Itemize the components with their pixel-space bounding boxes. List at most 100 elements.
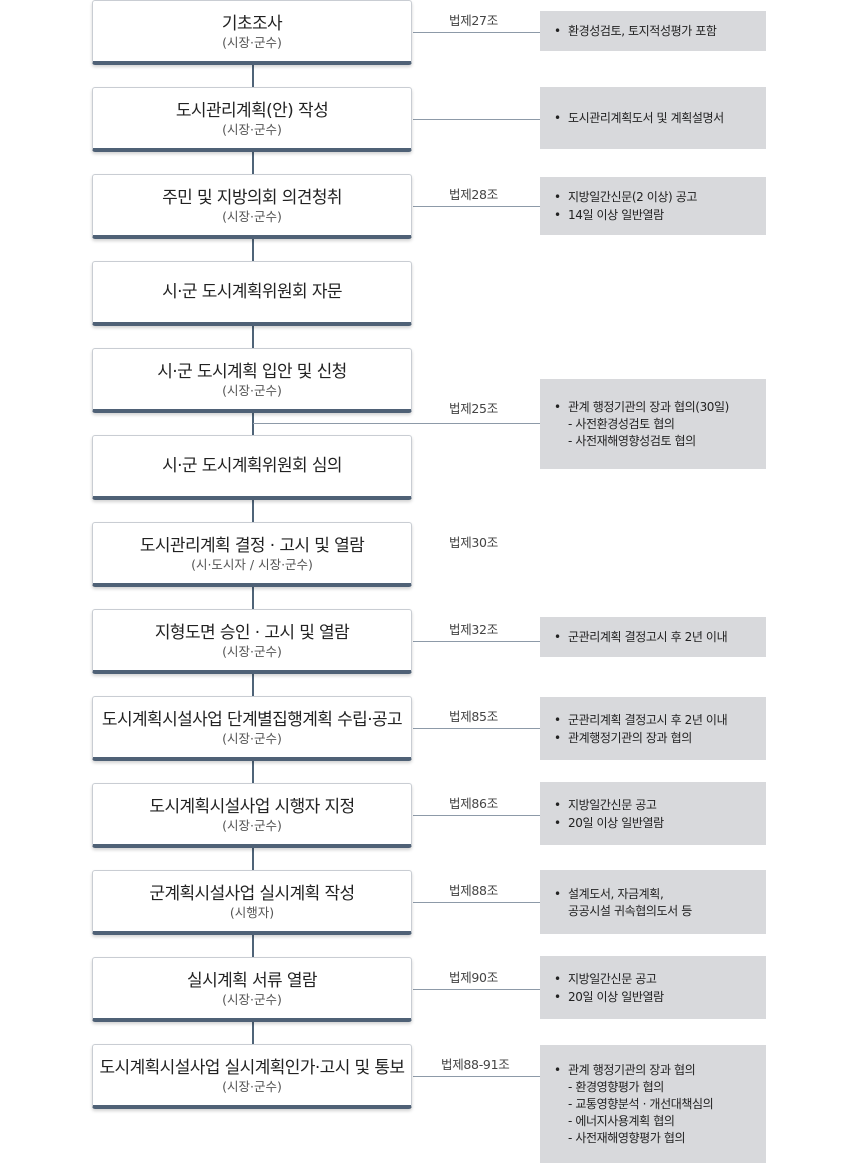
step-actor: (시장·군수): [222, 643, 282, 659]
law-article: 법제30조: [449, 535, 498, 550]
connector-line: [252, 585, 254, 611]
connector-line: [252, 498, 254, 524]
law-article: 법제88-91조: [441, 1057, 510, 1072]
step-box: 기초조사(시장·군수): [92, 0, 412, 65]
step-box: 도시계획시설사업 실시계획인가·고시 및 통보(시장·군수): [92, 1044, 412, 1109]
step-actor: (시장·군수): [222, 34, 282, 50]
step-note: 설계도서, 자금계획,공공시설 귀속협의도서 등: [540, 870, 766, 934]
connector-line: [252, 672, 254, 698]
consult-note: 관계 행정기관의 장과 협의(30일)- 사전환경성검토 협의 - 사전재해영향성…: [540, 379, 766, 469]
step-actor: (시장·군수): [222, 1078, 282, 1094]
note-detail: 공공시설 귀속협의도서 등: [568, 903, 692, 918]
step-actor: (시장·군수): [222, 382, 282, 398]
connector-line: [252, 759, 254, 785]
law-article: 법제86조: [449, 796, 498, 811]
step-actor: (시·도시자 / 시장·군수): [191, 556, 313, 572]
step-actor: (시장·군수): [222, 991, 282, 1007]
law-article: 법제28조: [449, 187, 498, 202]
note-detail: - 사전환경성검토 협의: [568, 417, 675, 431]
step-box: 시·군 도시계획 입안 및 신청(시장·군수): [92, 348, 412, 413]
connector-line: [252, 846, 254, 872]
law-article: 법제27조: [449, 13, 498, 28]
step-box: 지형도면 승인 · 고시 및 열람(시장·군수): [92, 609, 412, 674]
note-bullet: 지방일간신문 공고: [554, 796, 758, 814]
step-box: 실시계획 서류 열람(시장·군수): [92, 957, 412, 1022]
connector-line: [252, 1020, 254, 1046]
step-title: 시·군 도시계획 입안 및 신청: [157, 361, 347, 382]
step-box: 도시관리계획 결정 · 고시 및 열람(시·도시자 / 시장·군수): [92, 522, 412, 587]
note-detail: - 에너지사용계획 협의: [568, 1114, 675, 1128]
note-detail: - 환경영향평가 협의: [568, 1080, 664, 1094]
connector-line: [252, 324, 254, 350]
step-title: 시·군 도시계획위원회 심의: [162, 456, 342, 476]
connector-line: [252, 411, 254, 437]
connector-branch: [413, 32, 540, 33]
step-title: 기초조사: [221, 13, 283, 34]
step-title: 군계획시설사업 실시계획 작성: [149, 883, 355, 904]
step-note: 도시관리계획도서 및 계획설명서: [540, 87, 766, 149]
note-bullet: 관계행정기관의 장과 협의: [554, 729, 758, 747]
step-box: 주민 및 지방의회 의견청취(시장·군수): [92, 174, 412, 239]
step-actor: (시장·군수): [222, 730, 282, 746]
step-title: 도시계획시설사업 실시계획인가·고시 및 통보: [99, 1057, 406, 1078]
law-article: 법제85조: [449, 709, 498, 724]
note-bullet: 군관리계획 결정고시 후 2년 이내: [554, 711, 758, 729]
note-bullet: 관계 행정기관의 장과 협의: [554, 1061, 758, 1079]
step-note: 군관리계획 결정고시 후 2년 이내관계행정기관의 장과 협의: [540, 697, 766, 760]
connector-branch: [413, 728, 540, 729]
connector-branch: [413, 989, 540, 990]
step-title: 시·군 도시계획위원회 자문: [162, 282, 342, 302]
connector-line: [252, 63, 254, 89]
note-detail: - 교통영향분석 · 개선대책심의: [568, 1097, 714, 1111]
note-bullet: 도시관리계획도서 및 계획설명서: [554, 109, 758, 127]
note-bullet: 20일 이상 일반열람: [554, 814, 758, 832]
step-note: 지방일간신문(2 이상) 공고14일 이상 일반열람: [540, 177, 766, 235]
step-box: 시·군 도시계획위원회 심의: [92, 435, 412, 500]
connector-branch: [413, 641, 540, 642]
step-box: 도시관리계획(안) 작성(시장·군수): [92, 87, 412, 152]
connector-line: [252, 237, 254, 263]
step-actor: (시장·군수): [222, 208, 282, 224]
law-article: 법제90조: [449, 970, 498, 985]
note-bullet: 14일 이상 일반열람: [554, 206, 758, 224]
connector-branch: [413, 902, 540, 903]
step-actor: (시행자): [229, 904, 275, 920]
law-article: 법제32조: [449, 622, 498, 637]
step-note: 지방일간신문 공고20일 이상 일반열람: [540, 782, 766, 845]
step-note: 환경성검토, 토지적성평가 포함: [540, 11, 766, 51]
step-title: 도시계획시설사업 시행자 지정: [149, 796, 355, 817]
connector-branch: [413, 206, 540, 207]
step-title: 주민 및 지방의회 의견청취: [162, 187, 342, 208]
step-box: 도시계획시설사업 시행자 지정(시장·군수): [92, 783, 412, 848]
step-actor: (시장·군수): [222, 121, 282, 137]
step-title: 도시계획시설사업 단계별집행계획 수립·공고: [101, 709, 403, 730]
note-bullet: 환경성검토, 토지적성평가 포함: [554, 22, 758, 40]
step-note: 군관리계획 결정고시 후 2년 이내: [540, 617, 766, 657]
step-box: 도시계획시설사업 단계별집행계획 수립·공고(시장·군수): [92, 696, 412, 761]
connector-branch: [253, 423, 540, 424]
law-article: 법제25조: [449, 401, 498, 416]
note-detail: - 사전재해영향성검토 협의: [568, 434, 696, 448]
law-article: 법제88조: [449, 883, 498, 898]
note-bullet: 군관리계획 결정고시 후 2년 이내: [554, 628, 758, 646]
step-title: 도시관리계획(안) 작성: [175, 100, 329, 121]
step-box: 시·군 도시계획위원회 자문: [92, 261, 412, 326]
step-title: 실시계획 서류 열람: [187, 970, 318, 991]
step-title: 지형도면 승인 · 고시 및 열람: [154, 622, 350, 643]
connector-branch: [413, 815, 540, 816]
connector-line: [252, 150, 254, 176]
step-title: 도시관리계획 결정 · 고시 및 열람: [139, 535, 365, 556]
note-bullet: 관계 행정기관의 장과 협의(30일): [554, 398, 758, 416]
step-box: 군계획시설사업 실시계획 작성(시행자): [92, 870, 412, 935]
note-bullet: 지방일간신문 공고: [554, 970, 758, 988]
step-note: 지방일간신문 공고20일 이상 일반열람: [540, 956, 766, 1019]
connector-branch: [413, 1076, 540, 1077]
note-bullet: 지방일간신문(2 이상) 공고: [554, 188, 758, 206]
step-actor: (시장·군수): [222, 817, 282, 833]
note-bullet: 20일 이상 일반열람: [554, 988, 758, 1006]
note-detail: - 사전재해영향평가 협의: [568, 1131, 686, 1145]
connector-line: [252, 933, 254, 959]
step-note: 관계 행정기관의 장과 협의- 환경영향평가 협의 - 교통영향분석 · 개선대책…: [540, 1045, 766, 1163]
note-bullet: 설계도서, 자금계획,: [554, 885, 758, 903]
